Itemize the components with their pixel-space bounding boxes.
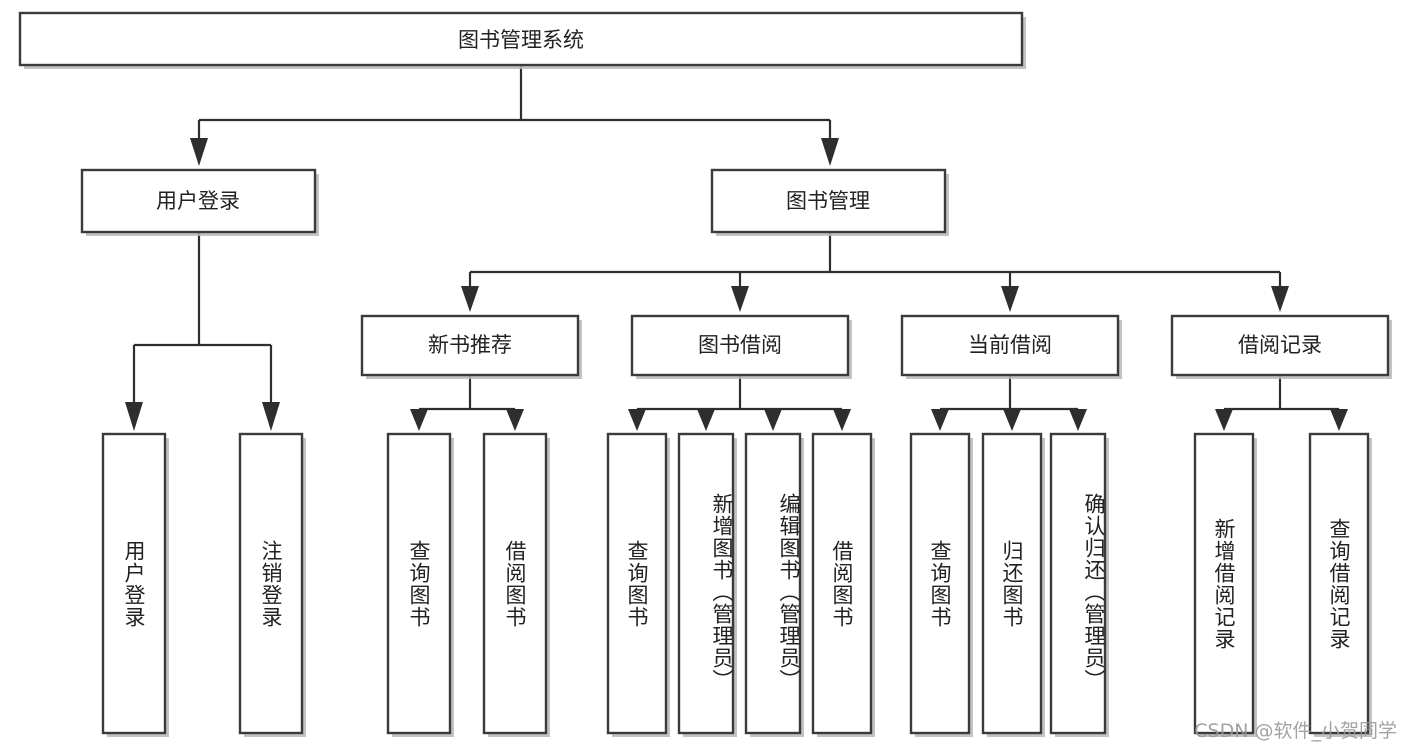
node-book-management-label: 图书管理 [786,189,870,213]
node-leaf-query-book-rec[interactable] [386,432,454,737]
arrowhead-borrow-records [1271,286,1289,312]
arrowhead-leaf-user-logout [262,402,280,431]
connectors-borrowrecords-to-leaves [1215,375,1348,431]
node-user-login-label: 用户登录 [156,189,240,213]
connectors-root-to-level2 [190,65,839,166]
arrowhead-book-management [821,138,839,166]
node-leaf-return-book[interactable] [981,432,1045,737]
arrowhead-leaf-add-book [697,409,715,431]
node-book-management[interactable]: 图书管理 [710,168,949,236]
arrowhead-leaf-confirm-return [1069,409,1087,431]
connectors-bookborrow-to-leaves [628,375,851,431]
node-new-book-recommend[interactable]: 新书推荐 [360,314,582,379]
connectors-bookmgmt-to-level3 [461,232,1289,312]
node-leaf-user-login[interactable] [101,432,169,737]
arrowhead-current-borrow [1001,286,1019,312]
node-user-login[interactable]: 用户登录 [80,168,319,236]
leaf-boxes [101,432,1372,737]
csdn-watermark: CSDN @软件_小贺同学 [1194,720,1397,742]
node-book-borrow[interactable]: 图书借阅 [630,314,852,379]
arrowhead-leaf-query-book-cur [931,409,949,431]
connectors-newbook-to-leaves [410,375,524,431]
node-leaf-query-record[interactable] [1308,432,1372,737]
arrowhead-leaf-query-book-rec [410,409,428,431]
node-leaf-query-book-cur[interactable] [909,432,973,737]
arrowhead-leaf-user-login [125,402,143,431]
node-current-borrow[interactable]: 当前借阅 [900,314,1122,379]
node-book-borrow-label: 图书借阅 [698,333,782,357]
connectors-userlogin-to-leaves [125,232,280,431]
node-leaf-user-logout[interactable] [238,432,306,737]
arrowhead-book-borrow [731,286,749,312]
node-leaf-borrow-book-rec[interactable] [482,432,550,737]
node-leaf-borrow-book[interactable] [811,432,875,737]
arrowhead-leaf-borrow-book-rec [506,409,524,431]
node-root-label: 图书管理系统 [458,28,584,52]
arrowhead-leaf-query-book-borrow [628,409,646,431]
node-root[interactable]: 图书管理系统 [18,11,1026,69]
node-leaf-add-book[interactable] [677,432,737,737]
node-current-borrow-label: 当前借阅 [968,333,1052,357]
arrowhead-leaf-return-book [1003,409,1021,431]
arrowhead-leaf-borrow-book [833,409,851,431]
arrowhead-new-book-recommend [461,286,479,312]
arrowhead-leaf-add-record [1215,409,1233,431]
node-leaf-edit-book[interactable] [744,432,804,737]
arrowhead-user-login [190,138,208,166]
node-leaf-query-book-borrow[interactable] [606,432,670,737]
node-borrow-records-label: 借阅记录 [1238,333,1322,357]
node-leaf-confirm-return[interactable] [1049,432,1109,737]
arrowhead-leaf-query-record [1330,409,1348,431]
node-borrow-records[interactable]: 借阅记录 [1170,314,1392,379]
node-new-book-recommend-label: 新书推荐 [428,333,512,357]
arrowhead-leaf-edit-book [764,409,782,431]
connectors-currentborrow-to-leaves [931,375,1087,431]
node-leaf-add-record[interactable] [1193,432,1257,737]
